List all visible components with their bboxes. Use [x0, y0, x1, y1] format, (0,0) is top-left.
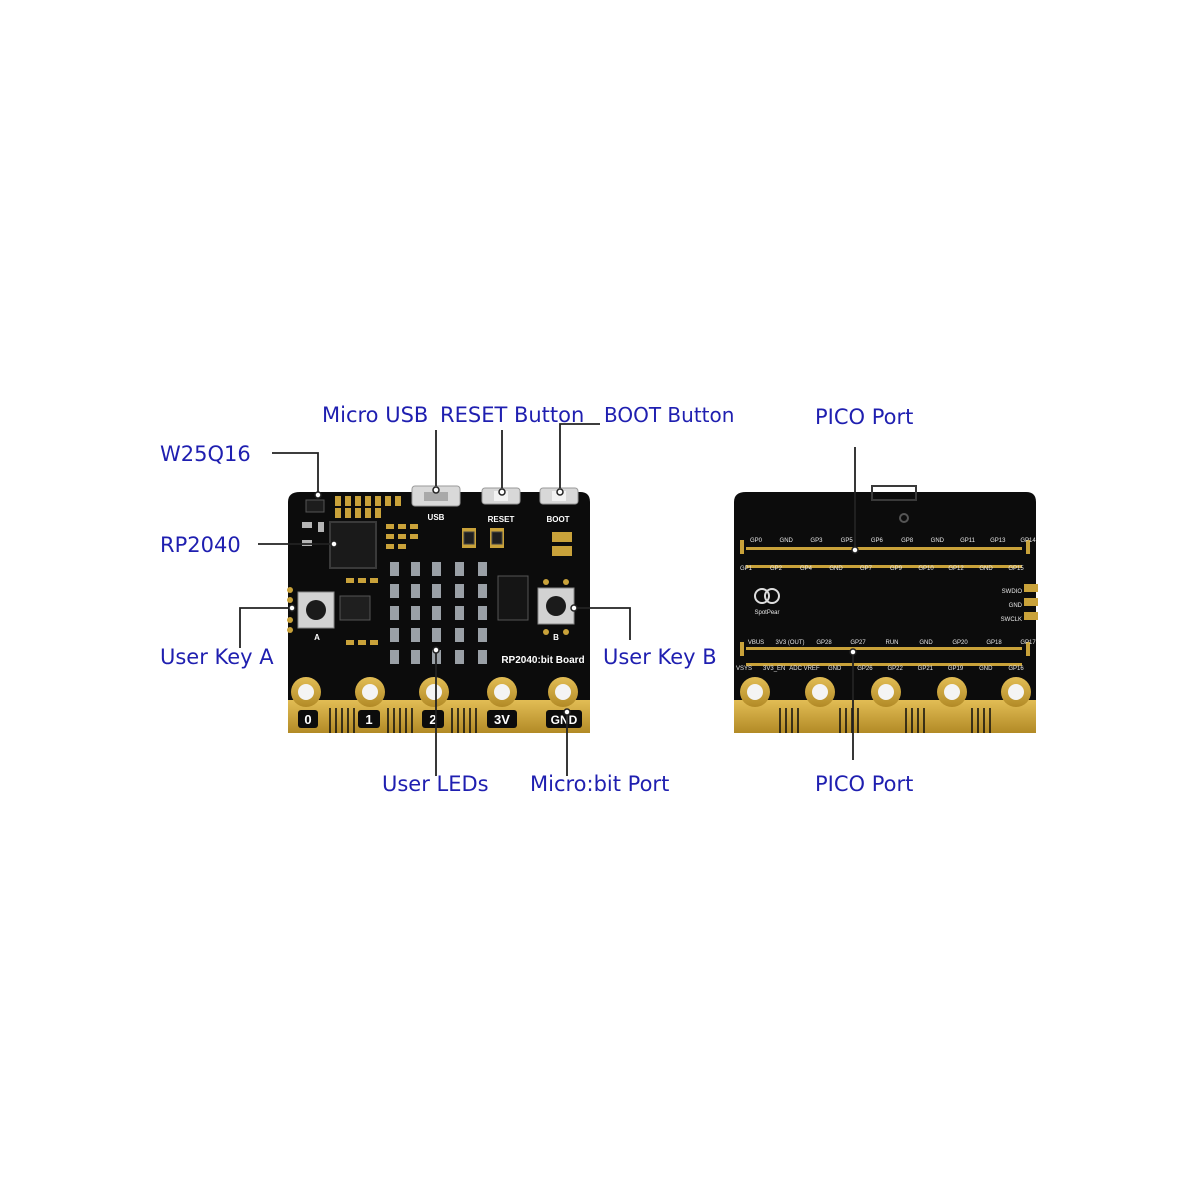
pin-label: GP11: [960, 538, 976, 544]
callout-user-leds: User LEDs: [382, 772, 489, 796]
edge-pad-label-gnd: GND: [551, 713, 578, 727]
edge-pads: [291, 677, 578, 707]
edge-pad-label-1: 1: [365, 712, 372, 727]
w25q16-chip: [305, 499, 325, 513]
pin-label: GP20: [952, 640, 968, 646]
pin-label: GND: [829, 566, 843, 572]
pin-label: GP18: [986, 640, 1002, 646]
board-name-silk: RP2040:bit Board: [501, 655, 584, 666]
pin-label: GP22: [887, 666, 903, 672]
pin-label: GP2: [770, 566, 783, 572]
pin-label: GND: [919, 640, 933, 646]
edge-pad-label-3v: 3V: [494, 712, 510, 727]
leader-dots: [288, 486, 859, 716]
callout-rp2040: RP2040: [160, 533, 241, 557]
pico-bottom-row-2-labels: VSYS 3V3_EN ADC VREF GND GP26 GP22 GP21 GP19 GND…: [736, 666, 1024, 672]
boot-silk-label: BOOT: [546, 515, 569, 524]
pico-bottom-row-1-labels: VBUS 3V3 (OUT) GP28 GP27 RUN GND GP20 GP18 GP17: [748, 640, 1037, 646]
edge-pad-label-2: 2: [429, 712, 436, 727]
pin-label: GND: [931, 538, 945, 544]
callout-microbit-port: Micro:bit Port: [530, 772, 670, 796]
pico-top-row-2-labels: GP1 GP2 GP4 GND GP7 GP9 GP10 GP12 GND GP15: [740, 566, 1024, 572]
swd-label-gnd: GND: [1009, 603, 1023, 609]
callout-pico-port-bottom: PICO Port: [815, 772, 914, 796]
pin-label: GP0: [750, 538, 763, 544]
pin-label: GP13: [990, 538, 1006, 544]
user-key-a-switch: [287, 587, 335, 633]
pin-label: GP28: [816, 640, 832, 646]
pin-label: RUN: [886, 640, 899, 646]
pin-label: GP7: [860, 566, 873, 572]
reset-silk-label: RESET: [488, 515, 515, 524]
pin-label: GND: [979, 666, 993, 672]
pin-label: GP5: [841, 538, 854, 544]
key-a-silk-label: A: [314, 633, 320, 642]
swd-label-swdio: SWDIO: [1002, 589, 1023, 595]
svg-text:SpotPear: SpotPear: [754, 610, 779, 616]
callout-micro-usb: Micro USB: [322, 403, 429, 427]
pin-label: GND: [828, 666, 842, 672]
pin-label: GP19: [948, 666, 964, 672]
front-board: 0 1 2 3V GND: [287, 485, 590, 733]
pin-label: GP17: [1020, 640, 1036, 646]
edge-pad-label-0: 0: [304, 712, 311, 727]
pin-label: GND: [780, 538, 794, 544]
user-key-b-switch: [537, 579, 575, 635]
usb-silk-label: USB: [428, 513, 445, 522]
callout-w25q16: W25Q16: [160, 442, 251, 466]
callout-user-key-b: User Key B: [603, 645, 717, 669]
pin-label: 3V3_EN: [763, 666, 785, 672]
pin-label: GP26: [857, 666, 873, 672]
spotpear-logo: SpotPear: [754, 588, 780, 616]
pin-label: GP6: [871, 538, 884, 544]
key-b-silk-label: B: [553, 633, 559, 642]
edge-fingers: [329, 708, 477, 733]
pin-label: 3V3 (OUT): [775, 640, 804, 646]
callout-pico-port-top: PICO Port: [815, 405, 914, 429]
header-holes: [335, 496, 401, 518]
pin-label: ADC VREF: [789, 666, 820, 672]
rp2040-chip: [329, 521, 377, 569]
pin-label: GP1: [740, 566, 753, 572]
pico-top-pad-row: [746, 547, 1022, 666]
leader-lines: [239, 423, 856, 776]
pin-label: GP10: [918, 566, 934, 572]
pin-label: VSYS: [736, 666, 752, 672]
pin-label: GP27: [850, 640, 866, 646]
pin-label: GP14: [1020, 538, 1036, 544]
pin-label: GP9: [890, 566, 903, 572]
pin-label: GP16: [1008, 666, 1024, 672]
pico-top-row-1-labels: GP0 GND GP3 GP5 GP6 GP8 GND GP11 GP13 GP14: [750, 538, 1036, 544]
pin-label: GP21: [918, 666, 934, 672]
pin-label: GND: [979, 566, 993, 572]
swd-label-swclk: SWCLK: [1001, 617, 1022, 623]
pin-label: VBUS: [748, 640, 764, 646]
back-edge-pads: [740, 677, 1031, 707]
pin-label: GP3: [810, 538, 823, 544]
pin-label: GP4: [800, 566, 813, 572]
reset-button: [481, 487, 521, 505]
callout-reset-button: RESET Button: [440, 403, 585, 427]
pin-label: GP15: [1008, 566, 1024, 572]
callout-boot-button: BOOT Button: [604, 403, 735, 427]
boot-button: [539, 487, 579, 505]
pin-label: GP12: [948, 566, 964, 572]
callout-user-key-a: User Key A: [160, 645, 274, 669]
pin-label: GP8: [901, 538, 914, 544]
